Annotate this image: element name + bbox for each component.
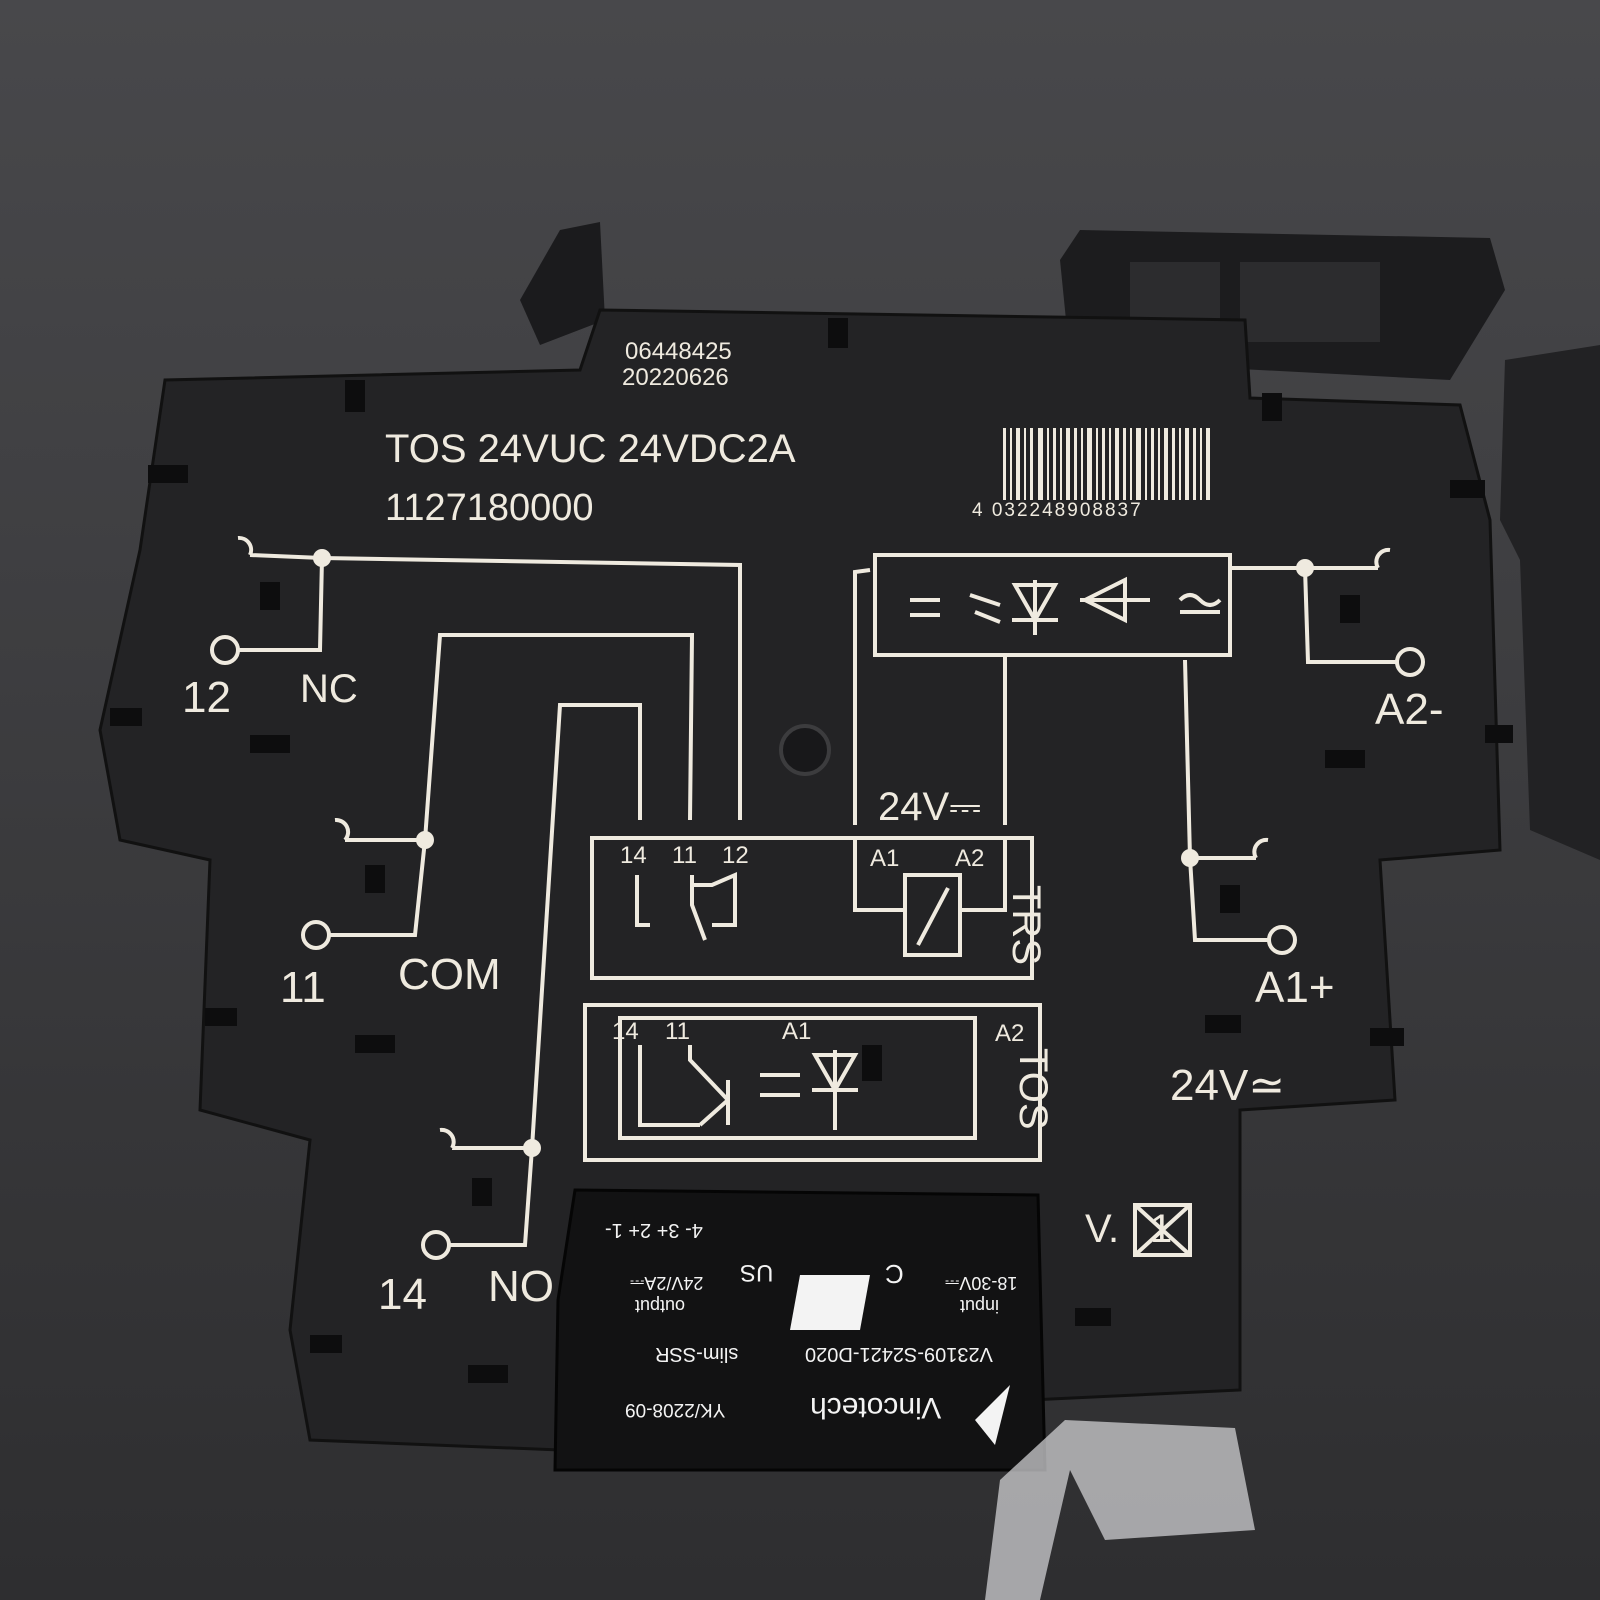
adjacent-relay: [1500, 345, 1600, 860]
ssr-cert-us: US: [740, 1259, 774, 1286]
a2-label: A2-: [1375, 685, 1444, 734]
supply-voltage-uc: 24V≃: [1170, 1061, 1286, 1110]
tos-label: TOS: [1011, 1048, 1055, 1130]
terminal-11-label: 11: [280, 963, 326, 1012]
ssr-input-value: 18-30V⎓: [945, 1273, 1018, 1293]
trs-pin-12: 12: [722, 842, 749, 869]
no-label: NO: [488, 1262, 554, 1311]
trs-a2: A2: [955, 845, 985, 872]
coil-voltage-dc: 24V⎓: [878, 785, 982, 829]
ssr-brand: Vincotech: [810, 1391, 942, 1424]
ssr-cert-c: C: [885, 1259, 904, 1289]
com-label: COM: [398, 950, 501, 999]
housing-slots: [110, 318, 1513, 1383]
tos-pin-14: 14: [612, 1018, 639, 1045]
release-latch[interactable]: [985, 1420, 1255, 1600]
manufacture-date: 20220626: [622, 364, 729, 391]
screw: [779, 724, 831, 776]
left-clip: [520, 222, 605, 345]
tos-a2: A2: [995, 1020, 1025, 1047]
terminal-14-label: 14: [378, 1270, 427, 1319]
version-mark: V.: [1085, 1207, 1120, 1251]
ssr-input-label: input: [960, 1296, 1000, 1316]
junction-dots: [313, 549, 1314, 1157]
wiring-schematic: [210, 535, 1425, 1260]
part-number: 1127180000: [385, 487, 594, 529]
trs-label: TRS: [1004, 885, 1048, 965]
nc-label: NC: [300, 667, 358, 711]
trs-pin-14: 14: [620, 842, 647, 869]
vincotech-logo: [975, 1385, 1010, 1445]
ul-mark: [790, 1275, 870, 1330]
ssr-model: V23109-S2421-D020: [805, 1343, 993, 1365]
terminal-12-label: 12: [182, 673, 231, 722]
tos-a1: A1: [782, 1018, 812, 1045]
tos-pin-11: 11: [665, 1018, 690, 1045]
a1-label: A1+: [1255, 963, 1335, 1012]
version-box: 1: [1150, 1207, 1173, 1251]
trs-pin-11: 11: [672, 842, 697, 869]
model-name: TOS 24VUC 24VDC2A: [385, 427, 796, 471]
barcode: [1003, 428, 1210, 500]
serial-number: 06448425: [625, 338, 732, 365]
barcode-digits: 4 032248908837: [972, 500, 1143, 521]
ssr-output-value: 24V/2A⎓: [630, 1273, 704, 1293]
ssr-pins: 4- 3+ 2+ 1-: [605, 1219, 703, 1241]
ssr-type: slim-SSR: [655, 1343, 739, 1365]
ssr-batch: YK/2208-09: [625, 1399, 726, 1420]
ssr-output-label: output: [635, 1296, 686, 1316]
trs-a1: A1: [870, 845, 900, 872]
